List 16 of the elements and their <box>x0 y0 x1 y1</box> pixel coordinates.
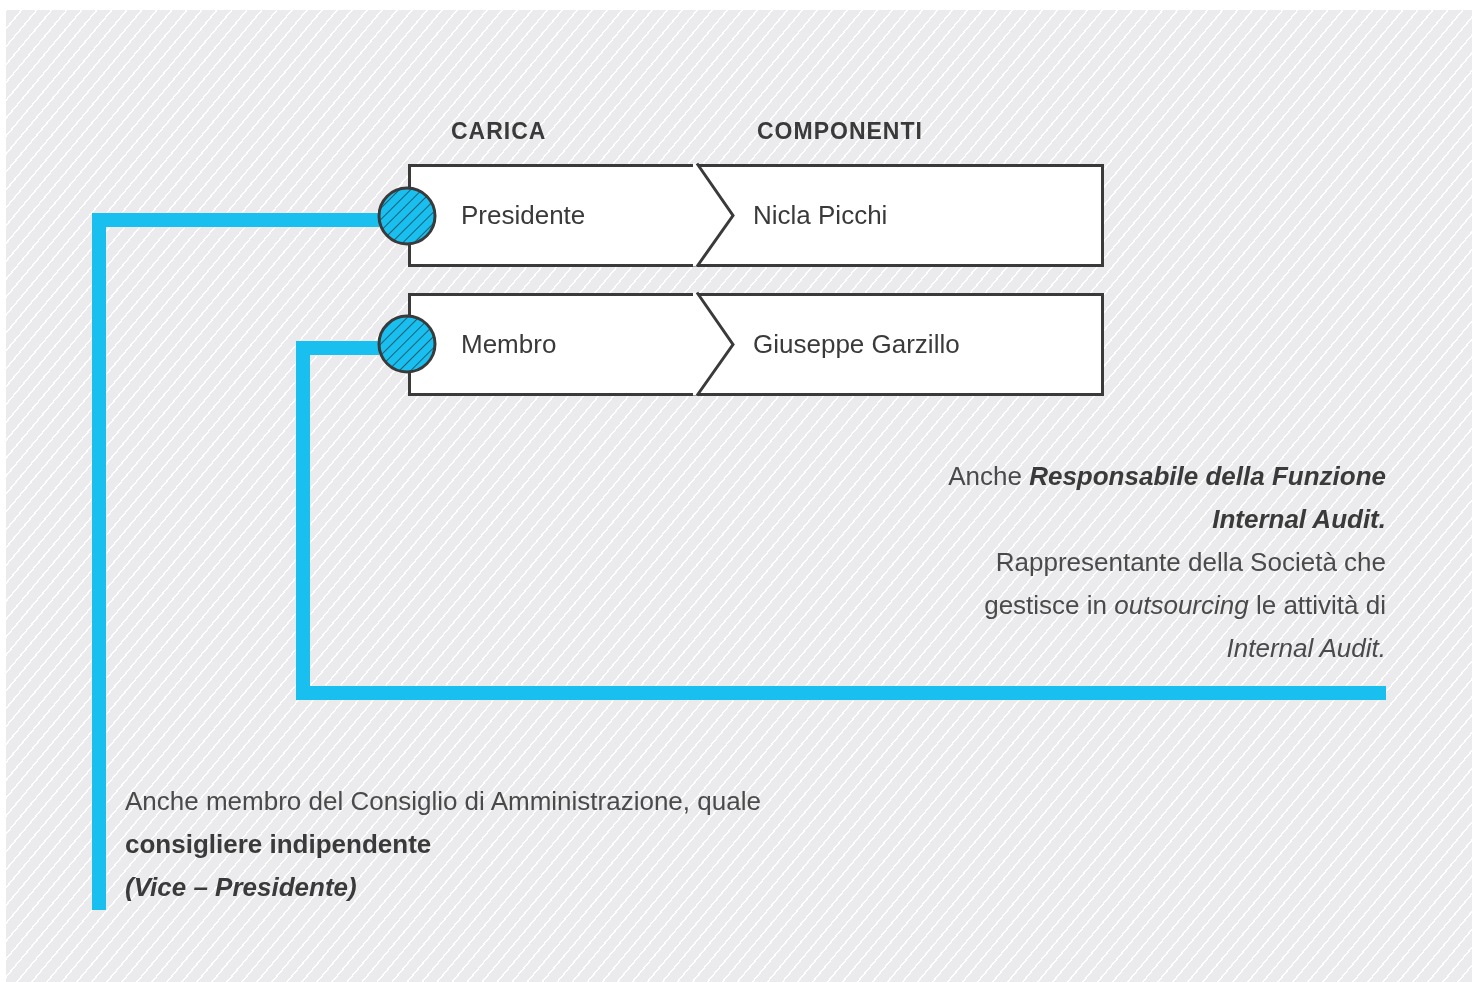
column-header: COMPONENTI <box>757 118 923 145</box>
cell-text: Membro <box>461 329 557 360</box>
note-text: Rappresentante della Società che gestisce in outsourcing le attività di Internal Audit. <box>983 546 1386 665</box>
leader-line <box>296 341 1386 700</box>
cell-text: Giuseppe Garzillo <box>753 329 960 360</box>
note-text: Anche membro del Consiglio di Amministrazione, quale consigliere indipendente <box>125 785 762 861</box>
note-text: Anche Responsabile della Funzione Internal Audit. <box>947 460 1386 536</box>
note-text: (Vice – Presidente) <box>125 871 358 904</box>
name-cell <box>697 293 1104 396</box>
column-header: CARICA <box>451 118 547 145</box>
cell-text: Presidente <box>461 200 586 231</box>
cell-text: Nicla Picchi <box>753 200 888 231</box>
hatched-circle <box>377 314 437 374</box>
name-cell <box>697 164 1104 267</box>
leader-line <box>92 213 379 910</box>
hatched-circle <box>377 186 437 246</box>
